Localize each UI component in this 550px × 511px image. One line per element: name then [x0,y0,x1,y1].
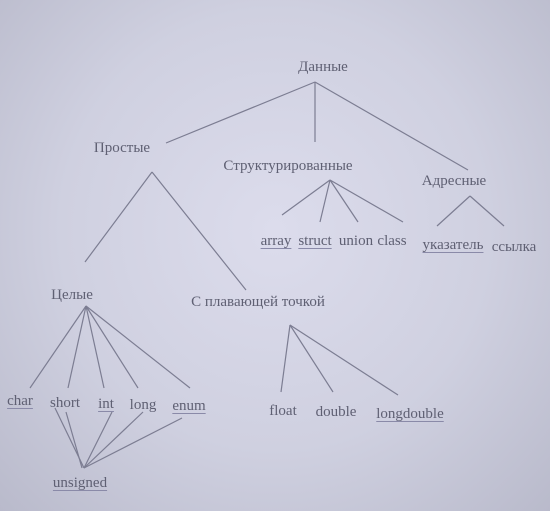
node-long: long [129,397,157,413]
edge-short-unsigned [65,411,83,469]
edge-simple-integer [84,171,153,263]
edge-structured-union [329,179,359,223]
node-pointer: указатель [422,237,484,253]
node-reference: ссылка [491,239,537,255]
node-address: Адресные [421,173,487,189]
edge-floating-double [289,324,334,393]
edge-integer-long [85,305,139,389]
edge-address-reference [469,195,505,227]
node-char: char [7,393,33,409]
node-root: Данные [298,59,348,75]
node-array: array [260,233,292,249]
edge-integer-int [85,305,105,389]
node-double: double [315,404,357,420]
edge-integer-char [29,305,87,389]
node-enum: enum [172,398,206,414]
edge-floating-float [280,324,291,393]
edge-integer-short [67,305,87,389]
edge-structured-class [329,179,404,223]
node-float: float [269,403,297,419]
edge-simple-floating [151,171,247,291]
edge-address-pointer [436,195,471,227]
edge-root-address [314,81,469,171]
edge-long-unsigned [83,411,144,469]
edge-floating-longdouble [289,324,399,396]
node-union: union [338,233,374,249]
node-simple: Простые [93,140,151,156]
node-struct: struct [298,233,332,249]
edge-structured-struct [319,179,331,223]
node-structured: Структурированные [223,158,353,174]
node-class: class [377,233,407,249]
node-short: short [50,395,80,411]
edge-enum-unsigned [83,417,183,469]
edge-integer-enum [85,305,191,389]
node-integer: Целые [51,287,93,303]
edge-structured-array [281,179,331,216]
node-floating: С плавающей точкой [191,294,325,310]
edge-root-simple [165,81,316,144]
node-int: int [98,396,114,412]
edge-int-unsigned [83,411,113,469]
tree-edges [29,81,505,469]
node-longdouble: longdouble [376,406,444,422]
node-unsigned: unsigned [52,475,108,491]
